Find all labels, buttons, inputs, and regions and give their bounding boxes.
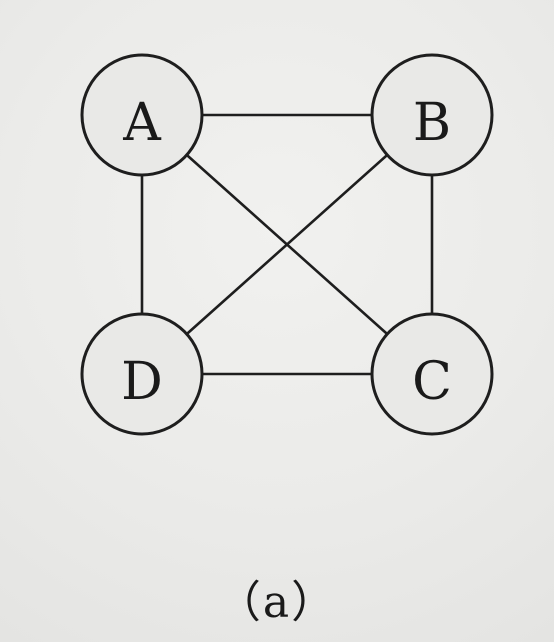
node-c-label: C bbox=[412, 352, 452, 412]
edge-b-d bbox=[185, 153, 389, 336]
node-b-circle bbox=[370, 53, 494, 177]
node-a-label: A bbox=[122, 93, 162, 153]
figure-caption: （a） bbox=[216, 577, 338, 628]
node-b: B bbox=[370, 53, 494, 177]
node-d-circle bbox=[80, 312, 204, 436]
node-a: A bbox=[80, 53, 204, 177]
node-d-label: D bbox=[121, 352, 163, 412]
node-c-circle bbox=[370, 312, 494, 436]
node-d: D bbox=[80, 312, 204, 436]
node-b-label: B bbox=[413, 93, 451, 153]
edges-layer bbox=[140, 113, 434, 376]
node-a-circle bbox=[80, 53, 204, 177]
node-c: C bbox=[370, 312, 494, 436]
nodes-layer: A B C D bbox=[80, 53, 494, 436]
